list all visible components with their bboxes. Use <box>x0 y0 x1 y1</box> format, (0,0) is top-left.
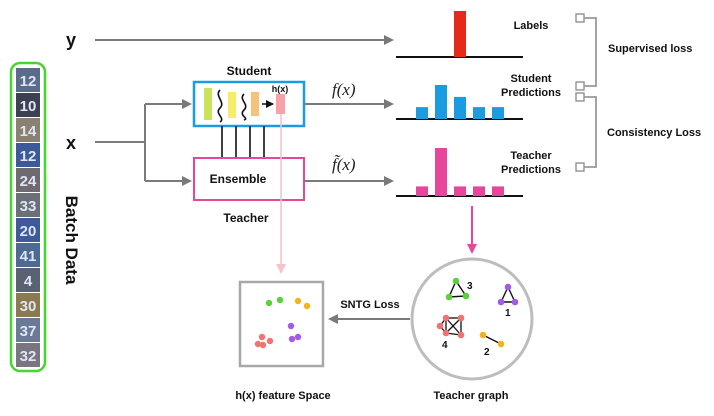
digit-thumbnail <box>16 243 40 267</box>
graph-cluster-3 <box>445 277 470 301</box>
teacher-pred-bar <box>492 186 504 196</box>
activation-squiggle-1 <box>217 89 223 123</box>
teacher-ensemble-box <box>193 157 305 201</box>
digit-thumbnail <box>16 68 40 92</box>
student-pred-bar <box>492 107 504 119</box>
teacher-pred-bar <box>435 148 447 196</box>
cluster-label-2: 2 <box>484 347 490 358</box>
digit-thumbnail <box>16 343 40 367</box>
digit-thumbnail-text: 20 <box>20 223 37 240</box>
feature-space-caption: h(x) feature Space <box>235 390 330 402</box>
teacher-predictions-caption-line2: Predictions <box>501 164 561 176</box>
feature-space-points <box>254 296 311 349</box>
cluster-label-4: 4 <box>442 340 448 351</box>
digit-thumbnail-text: 10 <box>20 98 37 115</box>
student-predictions-histogram <box>396 85 523 120</box>
digit-thumbnail <box>16 143 40 167</box>
feature-space-box <box>238 280 325 368</box>
layer-1 <box>204 88 212 120</box>
graph-cluster-1 <box>497 283 519 306</box>
student-predictions-caption-line1: Student <box>511 73 552 85</box>
input-x-label: x <box>66 133 76 153</box>
digit-thumbnail <box>16 168 40 192</box>
digit-thumbnail-text: 4 <box>24 273 33 290</box>
supervised-loss-bracket <box>575 13 597 91</box>
supervised-loss-label: Supervised loss <box>608 43 692 55</box>
digit-thumbnail <box>16 193 40 217</box>
batch-data-title: Batch Data <box>62 196 81 285</box>
student-pred-bar <box>416 107 428 119</box>
sntg-loss-label: SNTG Loss <box>340 299 399 311</box>
digit-thumbnail-text: 30 <box>20 298 37 315</box>
batch-data-panel: 12 10 14 12 24 33 20 41 4 30 37 32 <box>9 61 47 373</box>
cluster-label-1: 1 <box>505 308 511 319</box>
digit-thumbnail <box>16 268 40 292</box>
digit-thumbnail-text: 41 <box>20 248 37 265</box>
activation-squiggle-2 <box>241 93 247 121</box>
layer-3 <box>251 92 259 116</box>
batch-data-frame <box>9 61 47 373</box>
student-pred-bar <box>473 107 485 119</box>
teacher-graph-caption: Teacher graph <box>434 390 509 402</box>
digit-thumbnail-text: 32 <box>20 348 37 365</box>
consistency-loss-bracket <box>575 92 597 172</box>
student-pred-bar <box>435 85 447 119</box>
student-title: Student <box>227 64 272 78</box>
digit-thumbnail-text: 14 <box>20 123 37 140</box>
graph-cluster-4 <box>436 314 465 339</box>
labels-bar <box>454 11 466 57</box>
digit-thumbnail-text: 24 <box>20 173 37 190</box>
labels-caption: Labels <box>514 20 549 32</box>
hx-label: h(x) <box>272 84 289 94</box>
digit-thumbnail-text: 33 <box>20 198 37 215</box>
digit-thumbnail <box>16 218 40 242</box>
teacher-pred-bar <box>473 186 485 196</box>
input-y-label: y <box>66 30 76 50</box>
cluster-label-3: 3 <box>467 281 473 292</box>
consistency-loss-label: Consistency Loss <box>607 127 701 139</box>
feature-layer-hx <box>276 94 285 114</box>
student-output-fx: f(x) <box>332 80 356 99</box>
ensemble-label: Ensemble <box>210 172 267 186</box>
student-pred-bar <box>454 96 466 119</box>
teacher-pred-bar <box>454 186 466 196</box>
digit-thumbnail-text: 37 <box>20 323 37 340</box>
teacher-predictions-caption-line1: Teacher <box>510 150 552 162</box>
digit-thumbnail <box>16 93 40 117</box>
teacher-title: Teacher <box>223 211 268 225</box>
teacher-pred-bar <box>416 186 428 196</box>
student-predictions-caption-line2: Predictions <box>501 87 561 99</box>
digit-thumbnail <box>16 118 40 142</box>
layer-2 <box>228 92 236 118</box>
graph-cluster-2 <box>479 331 505 348</box>
digit-strip: 12 10 14 12 24 33 20 41 4 30 37 32 <box>16 68 40 367</box>
digit-thumbnail-text: 12 <box>20 148 37 165</box>
digit-thumbnail-text: 12 <box>20 73 37 90</box>
digit-thumbnail <box>16 293 40 317</box>
teacher-predictions-histogram <box>396 148 523 197</box>
digit-thumbnail <box>16 318 40 342</box>
labels-histogram <box>396 11 523 58</box>
teacher-output-ftilde: f̃(x) <box>332 155 356 174</box>
teacher-graph-circle <box>410 257 534 381</box>
